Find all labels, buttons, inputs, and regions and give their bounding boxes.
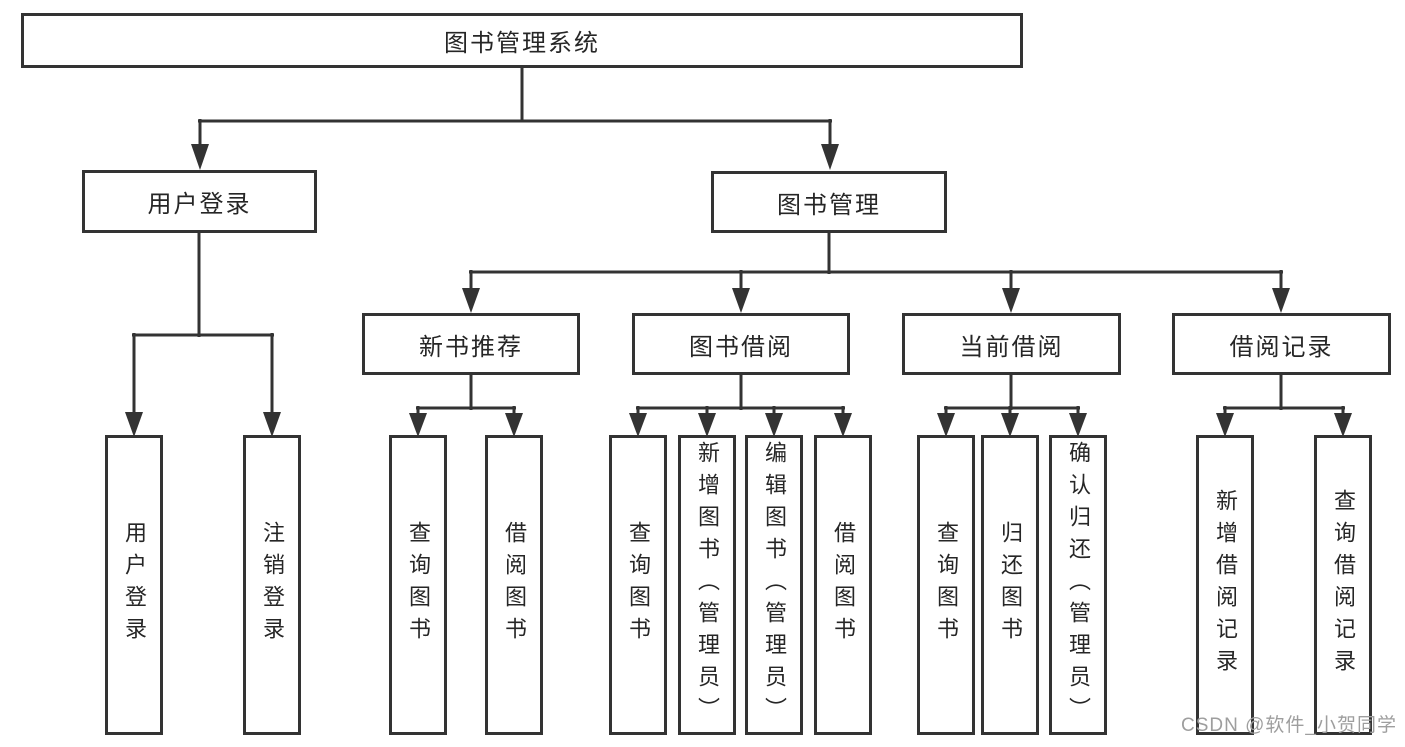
leaf-logout: 注销登录 bbox=[243, 435, 301, 735]
leaf-current-query-books: 查询图书 bbox=[917, 435, 975, 735]
leaf-user-login: 用户登录 bbox=[105, 435, 163, 735]
node-user-login: 用户登录 bbox=[82, 170, 317, 233]
leaf-query-borrow-record: 查询借阅记录 bbox=[1314, 435, 1372, 735]
leaf-confirm-return-admin: 确认归还（管理员） bbox=[1049, 435, 1107, 735]
leaf-recommend-query-books: 查询图书 bbox=[389, 435, 447, 735]
node-book-management: 图书管理 bbox=[711, 171, 947, 233]
leaf-add-books-admin: 新增图书（管理员） bbox=[678, 435, 736, 735]
leaf-borrow-books: 借阅图书 bbox=[814, 435, 872, 735]
node-root-system: 图书管理系统 bbox=[21, 13, 1023, 68]
leaf-return-books: 归还图书 bbox=[981, 435, 1039, 735]
node-borrow-records: 借阅记录 bbox=[1172, 313, 1391, 375]
leaf-add-borrow-record: 新增借阅记录 bbox=[1196, 435, 1254, 735]
node-current-borrow: 当前借阅 bbox=[902, 313, 1121, 375]
node-book-borrow: 图书借阅 bbox=[632, 313, 850, 375]
leaf-edit-books-admin: 编辑图书（管理员） bbox=[745, 435, 803, 735]
csdn-watermark: CSDN @软件_小贺同学 bbox=[1181, 715, 1397, 736]
node-new-book-recommend: 新书推荐 bbox=[362, 313, 580, 375]
leaf-recommend-borrow-books: 借阅图书 bbox=[485, 435, 543, 735]
leaf-borrow-query-books: 查询图书 bbox=[609, 435, 667, 735]
